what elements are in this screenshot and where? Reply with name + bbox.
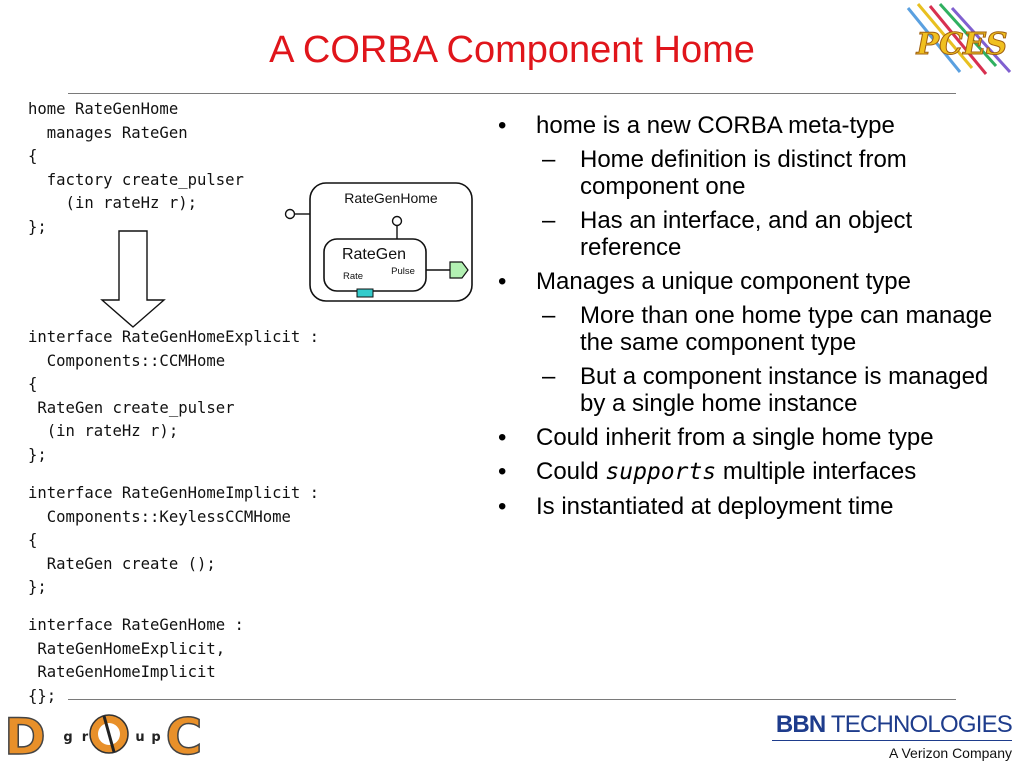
slide-title: A CORBA Component Home <box>269 29 755 71</box>
component-facet-icon <box>391 215 403 227</box>
pulse-label: Pulse <box>391 266 415 277</box>
code-block-rategenhome: interface RateGenHome : RateGenHomeExpli… <box>28 616 244 705</box>
footer-rule <box>68 699 956 700</box>
bbn-underline <box>772 740 1012 741</box>
component-label: RateGen <box>342 246 406 263</box>
down-arrow-icon <box>100 230 166 328</box>
supports-suffix: multiple interfaces <box>716 458 917 485</box>
rategenhome-diagram: RateGenHome RateGen Rate Pulse <box>284 182 473 302</box>
home-facet-icon <box>284 208 296 220</box>
subbullet-interface-reference: Has an interface, and an object referenc… <box>540 207 1016 261</box>
pces-logo: PCES <box>906 2 1012 75</box>
doc-group-logo: D g r u p C <box>6 707 203 762</box>
supports-keyword: supports <box>605 459 717 485</box>
doc-logo-c: C <box>166 708 203 762</box>
bbn-subtitle: A Verizon Company <box>889 745 1012 761</box>
bullet-supports: Could supports multiple interfaces <box>496 458 1016 486</box>
doc-logo-g: g <box>63 730 72 745</box>
bbn-logo: BBN TECHNOLOGIES A Verizon Company <box>772 711 1013 761</box>
subbullet-home-definition: Home definition is distinct from compone… <box>540 146 1016 200</box>
rate-label: Rate <box>343 271 363 282</box>
bbn-name-bold: BBN <box>775 711 826 738</box>
bullet-list: home is a new CORBA meta-type Home defin… <box>496 112 1016 527</box>
doc-logo-p: p <box>151 730 160 745</box>
code-block-home: home RateGenHome manages RateGen { facto… <box>28 100 244 236</box>
bullet-inherit: Could inherit from a single home type <box>496 424 1016 451</box>
pces-logo-text: PCES <box>916 27 1008 62</box>
supports-prefix: Could <box>536 458 606 485</box>
bbn-name-rest: TECHNOLOGIES <box>825 711 1013 738</box>
pulse-source-port <box>449 261 469 279</box>
bullet-manages-component: Manages a unique component type <box>496 268 1016 295</box>
home-label: RateGenHome <box>344 190 438 206</box>
doc-logo-r: r <box>82 730 89 745</box>
bbn-name: BBN TECHNOLOGIES <box>772 711 1013 739</box>
title-rule <box>68 93 956 94</box>
bullet-deployment: Is instantiated at deployment time <box>496 493 1016 520</box>
subbullet-single-home-instance: But a component instance is managed by a… <box>540 363 1016 417</box>
doc-logo-d: D <box>6 708 46 762</box>
subbullet-multiple-home-types: More than one home type can manage the s… <box>540 302 1016 356</box>
bullet-home-meta-type: home is a new CORBA meta-type <box>496 112 1016 139</box>
rate-sink-port <box>356 288 374 298</box>
code-block-implicit: interface RateGenHomeImplicit : Componen… <box>28 484 320 596</box>
component-box <box>323 238 427 292</box>
code-block-explicit: interface RateGenHomeExplicit : Componen… <box>28 328 320 464</box>
doc-logo-u: u <box>135 730 144 745</box>
